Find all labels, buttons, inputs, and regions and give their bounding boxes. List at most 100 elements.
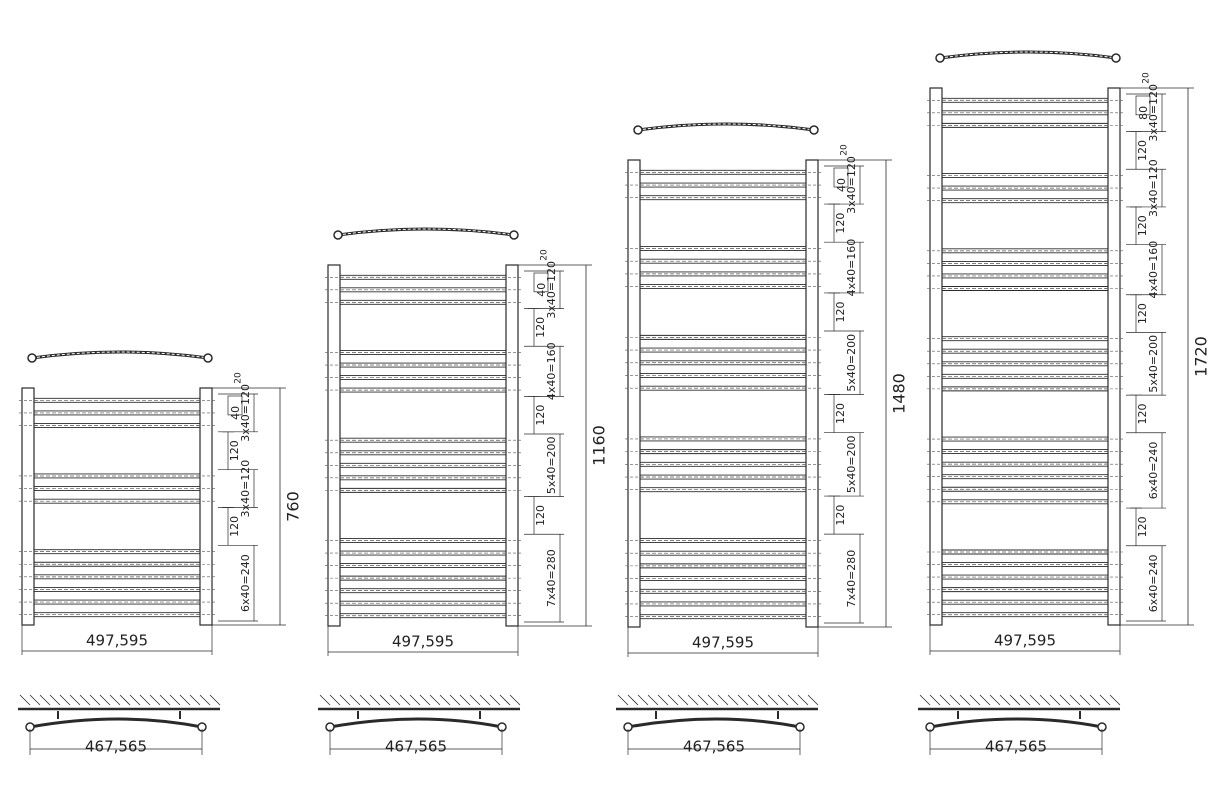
inner-gap-box [833, 167, 849, 188]
wall-hatch [757, 694, 769, 706]
wall-hatch [637, 694, 649, 706]
wall-hatch [919, 694, 931, 706]
wall-hatch [989, 694, 1001, 706]
group-dimension-label: 3x40=120 [1147, 159, 1160, 217]
wall-hatch [49, 694, 61, 706]
top-towel-rail-dash [637, 123, 815, 131]
wall-hatch [1099, 694, 1111, 706]
radiators-layer: 3x40=1201203x40=1201206x40=2402040760497… [19, 50, 1211, 657]
group-dimension-label: 5x40=200 [845, 334, 858, 392]
gap-dimension-label: 120 [228, 516, 241, 537]
wall-hatch [1039, 694, 1051, 706]
wall-hatch [747, 694, 759, 706]
right-vertical-rail [1107, 87, 1121, 626]
wall-hatch [627, 694, 639, 706]
left-vertical-rail [327, 264, 341, 627]
bracket-width-label: 467,565 [385, 738, 447, 756]
wall-hatch [1079, 694, 1091, 706]
right-vertical-rail [199, 387, 213, 626]
wall-hatch [449, 694, 461, 706]
group-dimension-label: 6x40=240 [1147, 442, 1160, 500]
wall-hatch [389, 694, 401, 706]
wall-hatch [99, 694, 111, 706]
wall-hatch [657, 694, 669, 706]
overall-height-label: 760 [284, 491, 303, 522]
wall-hatch [129, 694, 141, 706]
gap-dimension-label: 120 [1136, 140, 1149, 161]
wall-hatch [1109, 694, 1121, 706]
gap-dimension-label: 120 [1136, 403, 1149, 424]
rail-end-left [935, 53, 945, 63]
wall-hatch [339, 694, 351, 706]
top-gap-label: 20 [840, 144, 850, 156]
wall-hatch [319, 694, 331, 706]
bracket-width-label: 467,565 [85, 738, 147, 756]
bracket-rail-curve [627, 717, 801, 729]
group-dimension-label: 5x40=200 [1147, 335, 1160, 393]
wall-hatch [667, 694, 679, 706]
wall-hatch [929, 694, 941, 706]
gap-dimension-label: 120 [834, 213, 847, 234]
gap-dimension-label: 120 [228, 440, 241, 461]
wall-hatch [807, 694, 819, 706]
wall-hatch [797, 694, 809, 706]
radiator-3: 3x40=1201204x40=1601205x40=2001205x40=20… [625, 122, 909, 657]
group-dimension-label: 4x40=160 [545, 342, 558, 400]
wall-hatch [79, 694, 91, 706]
wall-hatch [687, 694, 699, 706]
bracket-rail-curve [29, 717, 203, 729]
top-towel-rail-dash [337, 228, 515, 236]
wall-hatch [429, 694, 441, 706]
wall-hatch [999, 694, 1011, 706]
radiator-2: 3x40=1201204x40=1601205x40=2001207x40=28… [325, 227, 609, 656]
bracket-rail-curve [329, 717, 503, 729]
wall-hatch [787, 694, 799, 706]
inner-gap-label: 80 [1137, 106, 1150, 120]
wall-hatch [39, 694, 51, 706]
group-dimension-label: 5x40=200 [545, 436, 558, 494]
top-gap-label: 20 [234, 372, 244, 384]
wall-hatch [379, 694, 391, 706]
gap-dimension-label: 120 [834, 403, 847, 424]
group-dimension-label: 7x40=280 [845, 550, 858, 608]
left-vertical-rail [627, 159, 641, 628]
wall-hatch [489, 694, 501, 706]
wall-hatch [777, 694, 789, 706]
wall-hatch [1059, 694, 1071, 706]
top-gap-label: 20 [540, 249, 550, 261]
wall-hatch [199, 694, 211, 706]
overall-height-label: 1160 [590, 425, 609, 466]
group-dimension-label: 3x40=120 [239, 460, 252, 518]
group-dimension-label: 4x40=160 [1147, 241, 1160, 299]
inner-gap-box [533, 272, 549, 293]
radiator-4: 3x40=1201203x40=1201204x40=1601205x40=20… [927, 50, 1211, 655]
wall-hatch [369, 694, 381, 706]
group-dimension-label: 6x40=240 [239, 554, 252, 612]
wall-bracket-view-4: 467,565 [918, 694, 1121, 756]
rail-end-left [27, 353, 37, 363]
rail-end-left [633, 125, 643, 135]
rail-end-right [509, 230, 519, 240]
wall-hatch [419, 694, 431, 706]
wall-hatch [647, 694, 659, 706]
wall-bracket-view-3: 467,565 [616, 694, 819, 756]
gap-dimension-label: 120 [534, 505, 547, 526]
wall-hatch [459, 694, 471, 706]
wall-hatch [209, 694, 221, 706]
radiator-1: 3x40=1201203x40=1201206x40=2402040760497… [19, 350, 303, 655]
inner-gap-box [1135, 95, 1151, 116]
wall-hatch [707, 694, 719, 706]
wall-hatch [69, 694, 81, 706]
wall-hatch [959, 694, 971, 706]
wall-hatch [1069, 694, 1081, 706]
rail-end-right [203, 353, 213, 363]
wall-hatch [189, 694, 201, 706]
gap-dimension-label: 120 [1136, 215, 1149, 236]
gap-dimension-label: 120 [1136, 303, 1149, 324]
overall-width-label: 497,595 [86, 632, 148, 650]
wall-hatch [697, 694, 709, 706]
inner-gap-label: 40 [229, 406, 242, 420]
wall-hatch [767, 694, 779, 706]
rail-end-right [809, 125, 819, 135]
